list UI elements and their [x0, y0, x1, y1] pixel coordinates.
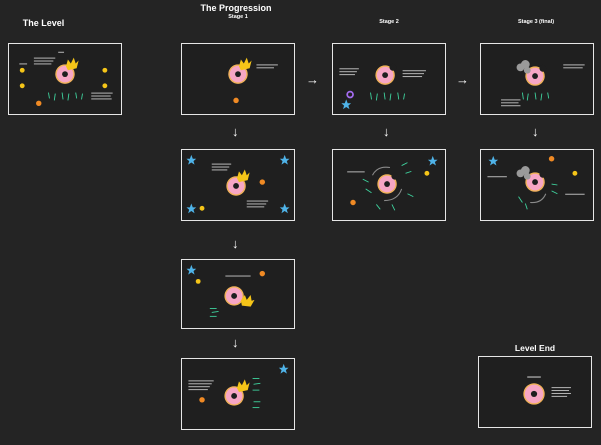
purple-donut-icon [346, 90, 354, 99]
coin-icon [572, 170, 578, 176]
frame-stage2-panel1 [332, 43, 446, 115]
arrow-down-stage2: ↓ [383, 124, 390, 139]
sprinkles-icon [370, 92, 405, 101]
frame-stage1-panel1 [181, 43, 295, 115]
header-stage-2: Stage 2 [379, 19, 399, 25]
arrow-down-stage3: ↓ [532, 124, 539, 139]
header-level-end: Level End [514, 343, 556, 353]
frame-the-level [8, 43, 122, 115]
frame-level-end [478, 356, 592, 428]
header-stage-1: Stage 1 [228, 14, 248, 20]
frame-stage1-panel4 [181, 358, 295, 430]
crown-icon [238, 57, 252, 71]
sprinkles-icon [521, 92, 550, 101]
sprinkles-icon [209, 308, 219, 317]
star-icon [427, 155, 438, 166]
crown-icon [237, 169, 250, 183]
header-the-level: The Level [22, 18, 65, 28]
crown-icon [237, 379, 250, 393]
frame-stage1-panel3 [181, 259, 295, 329]
tiny-text-lines [19, 51, 113, 100]
bomb-icon [259, 179, 266, 185]
arrow-right-stage2-to-stage3: → [456, 72, 469, 87]
frame-stage2-panel2 [332, 149, 446, 221]
star-icon [278, 363, 289, 374]
bomb-icon [233, 97, 239, 104]
arrow-right-stage1-to-stage2: → [306, 72, 319, 87]
sprinkles-icon [48, 92, 83, 101]
coin-icon [19, 67, 108, 89]
frame-stage1-panel2 [181, 149, 295, 221]
swirl-icon [371, 166, 403, 202]
donut-icon [525, 170, 547, 192]
bomb-icon [548, 156, 555, 162]
star-icon [186, 154, 290, 214]
coin-icon [424, 170, 430, 176]
star-icon [488, 155, 499, 166]
donut-icon [224, 286, 244, 306]
smoke-cloud-icon [516, 60, 531, 74]
donut-icon [523, 383, 545, 405]
frame-stage3-panel1 [480, 43, 594, 115]
crown-icon [65, 57, 79, 71]
donut-icon [377, 172, 399, 194]
frame-stage3-panel2 [480, 149, 594, 221]
arrow-down-stage1-b: ↓ [232, 236, 239, 251]
arrow-down-stage1-a: ↓ [232, 124, 239, 139]
coin-icon [199, 205, 205, 211]
coin-icon [195, 278, 201, 284]
sprinkles-icon [362, 162, 414, 211]
header-the-progression: The Progression [200, 3, 272, 13]
smoke-cloud-icon [516, 166, 531, 180]
bomb-icon [199, 397, 205, 403]
bomb-icon [350, 199, 356, 206]
sprinkles-icon [252, 378, 261, 409]
header-stage-3: Stage 3 (final) [517, 19, 555, 25]
swirl-icon [530, 193, 547, 204]
star-icon [186, 264, 197, 275]
star-icon [341, 99, 352, 110]
bomb-icon [36, 100, 42, 107]
bomb-icon [259, 270, 266, 277]
arrow-down-stage1-c: ↓ [232, 335, 239, 350]
donut-icon [375, 63, 397, 85]
sprinkles-icon [518, 183, 558, 210]
